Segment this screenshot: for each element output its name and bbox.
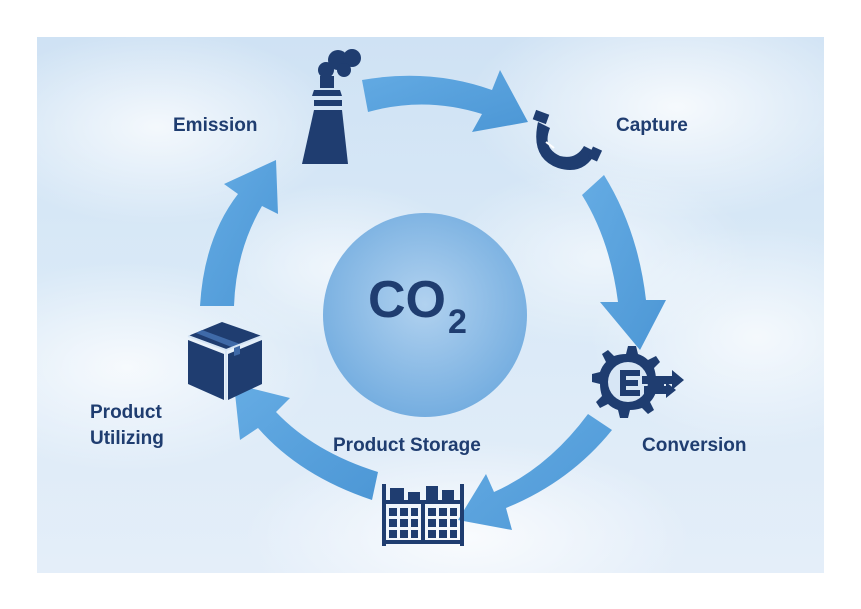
- arrow-capture-to-conversion: [582, 175, 666, 350]
- label-emission: Emission: [173, 115, 258, 136]
- arrow-storage-to-utilizing: [234, 384, 378, 500]
- arrow-conversion-to-storage: [458, 414, 612, 530]
- label-product-utilizing-line2: Utilizing: [90, 428, 164, 449]
- magnet-icon: [532, 109, 603, 170]
- co2-formula-main: CO: [368, 271, 446, 329]
- label-product-storage: Product Storage: [333, 435, 481, 456]
- label-capture: Capture: [616, 115, 688, 136]
- arrow-emission-to-capture: [362, 70, 528, 132]
- box-package-icon: [187, 322, 263, 400]
- co2-formula-subscript: 2: [448, 303, 467, 341]
- factory-smoke-icon: [302, 49, 361, 164]
- co2-formula: CO2: [368, 270, 467, 341]
- label-product-utilizing-line1: Product: [90, 402, 162, 423]
- label-conversion: Conversion: [642, 435, 747, 456]
- gear-arrows-icon: [592, 346, 684, 418]
- arrow-utilizing-to-emission: [200, 160, 278, 306]
- warehouse-shelf-icon: [382, 484, 464, 546]
- center-circle: [323, 213, 527, 417]
